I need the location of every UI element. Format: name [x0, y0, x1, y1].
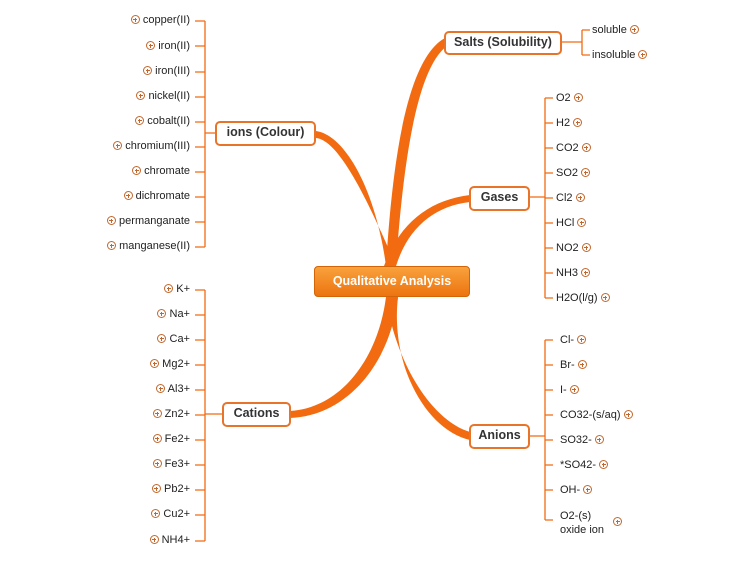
- leaf-gas[interactable]: CO2: [556, 142, 591, 155]
- leaf-cation[interactable]: Fe3+: [152, 458, 190, 471]
- expand-icon[interactable]: [577, 360, 587, 369]
- leaf-anion[interactable]: O2-(s) oxide ion: [560, 510, 605, 536]
- branch-ions[interactable]: ions (Colour): [215, 121, 316, 146]
- expand-icon[interactable]: [581, 143, 591, 152]
- connector-anions: [386, 297, 470, 440]
- expand-icon[interactable]: [581, 268, 591, 277]
- bracket-ions: [195, 20, 215, 248]
- leaf-salt[interactable]: insoluble: [592, 49, 648, 62]
- expand-icon[interactable]: [575, 193, 585, 202]
- leaf-gas[interactable]: NO2: [556, 242, 591, 255]
- leaf-cation[interactable]: NH4+: [149, 534, 190, 547]
- leaf-ions[interactable]: cobalt(II): [135, 115, 190, 128]
- branch-anions[interactable]: Anions: [469, 424, 530, 449]
- leaf-gas[interactable]: O2: [556, 92, 583, 105]
- expand-icon[interactable]: [581, 243, 591, 252]
- expand-icon[interactable]: [123, 191, 133, 200]
- expand-icon[interactable]: [569, 385, 579, 394]
- leaf-cation[interactable]: Na+: [157, 308, 190, 321]
- expand-icon[interactable]: [156, 384, 166, 393]
- expand-icon[interactable]: [136, 91, 146, 100]
- leaf-anion[interactable]: SO32-: [560, 434, 604, 447]
- expand-icon[interactable]: [613, 517, 622, 526]
- leaf-brackets: [195, 20, 590, 542]
- bracket-gases: [530, 97, 553, 299]
- expand-icon[interactable]: [157, 309, 167, 318]
- expand-icon[interactable]: [623, 410, 633, 419]
- leaf-anion[interactable]: *SO42-: [560, 459, 609, 472]
- expand-icon[interactable]: [132, 166, 142, 175]
- leaf-cation[interactable]: Ca+: [157, 333, 190, 346]
- expand-icon[interactable]: [151, 509, 161, 518]
- connectors: [290, 38, 470, 440]
- bracket-salts: [561, 29, 590, 56]
- leaf-gas[interactable]: HCl: [556, 217, 587, 230]
- expand-icon[interactable]: [600, 293, 610, 302]
- leaf-cation[interactable]: K+: [164, 283, 190, 296]
- leaf-cation[interactable]: Pb2+: [151, 483, 190, 496]
- expand-icon[interactable]: [157, 334, 167, 343]
- expand-icon[interactable]: [599, 460, 609, 469]
- expand-icon[interactable]: [581, 168, 591, 177]
- connector-salts: [386, 38, 447, 266]
- expand-icon[interactable]: [150, 359, 160, 368]
- expand-icon[interactable]: [143, 66, 153, 75]
- leaf-anion[interactable]: Cl-: [560, 334, 587, 347]
- branch-salts[interactable]: Salts (Solubility): [444, 31, 562, 55]
- expand-icon[interactable]: [151, 484, 161, 493]
- leaf-anion[interactable]: I-: [560, 384, 579, 397]
- expand-icon[interactable]: [577, 335, 587, 344]
- connector-ions: [316, 131, 396, 266]
- expand-icon[interactable]: [152, 434, 162, 443]
- leaf-cation[interactable]: Zn2+: [152, 408, 190, 421]
- expand-icon[interactable]: [107, 241, 116, 250]
- branch-cations[interactable]: Cations: [222, 402, 291, 427]
- bracket-cations: [195, 289, 222, 542]
- central-topic[interactable]: Qualitative Analysis: [314, 266, 470, 297]
- leaf-cation[interactable]: Al3+: [156, 383, 190, 396]
- leaf-anion[interactable]: Br-: [560, 359, 587, 372]
- leaf-cation[interactable]: Fe2+: [152, 433, 190, 446]
- expand-icon[interactable]: [146, 41, 156, 50]
- leaf-gas[interactable]: H2O(l/g): [556, 292, 610, 305]
- leaf-salt[interactable]: soluble: [592, 24, 639, 37]
- connector-gases: [384, 195, 470, 266]
- expand-icon[interactable]: [573, 93, 583, 102]
- leaf-ions[interactable]: manganese(II): [107, 240, 190, 253]
- expand-icon[interactable]: [577, 218, 587, 227]
- bracket-anions: [530, 339, 553, 521]
- leaf-ions[interactable]: permanganate: [106, 215, 190, 228]
- expand-icon[interactable]: [583, 485, 593, 494]
- expand-icon[interactable]: [594, 435, 604, 444]
- leaf-gas[interactable]: H2: [556, 117, 583, 130]
- leaf-cation[interactable]: Mg2+: [150, 358, 190, 371]
- leaf-anion[interactable]: CO32-(s/aq): [560, 409, 633, 422]
- expand-icon[interactable]: [149, 535, 159, 544]
- connector-cations: [290, 297, 398, 418]
- leaf-anion[interactable]: OH-: [560, 484, 593, 497]
- leaf-ions[interactable]: iron(II): [146, 40, 190, 53]
- expand-icon[interactable]: [573, 118, 583, 127]
- expand-icon[interactable]: [113, 141, 123, 150]
- leaf-cation[interactable]: Cu2+: [151, 508, 190, 521]
- leaf-gas[interactable]: NH3: [556, 267, 591, 280]
- leaf-ions[interactable]: copper(II): [130, 14, 190, 27]
- expand-icon[interactable]: [130, 15, 140, 24]
- leaf-ions[interactable]: nickel(II): [136, 90, 190, 103]
- leaf-ions[interactable]: chromate: [132, 165, 190, 178]
- expand-icon[interactable]: [152, 459, 162, 468]
- expand-icon[interactable]: [164, 284, 174, 293]
- leaf-ions[interactable]: chromium(III): [113, 140, 190, 153]
- branch-gases[interactable]: Gases: [469, 186, 530, 211]
- expand-icon[interactable]: [629, 25, 639, 34]
- expand-icon[interactable]: [152, 409, 162, 418]
- expand-icon[interactable]: [106, 216, 116, 225]
- leaf-gas[interactable]: Cl2: [556, 192, 585, 205]
- leaf-ions[interactable]: dichromate: [123, 190, 190, 203]
- leaf-gas[interactable]: SO2: [556, 167, 591, 180]
- leaf-ions[interactable]: iron(III): [143, 65, 190, 78]
- expand-icon[interactable]: [135, 116, 145, 125]
- expand-icon[interactable]: [638, 50, 648, 59]
